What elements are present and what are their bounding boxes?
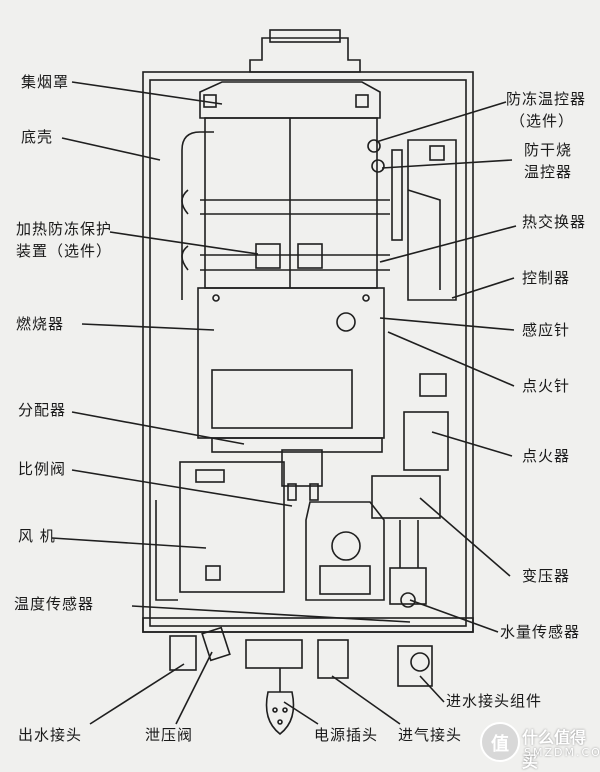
fan-box bbox=[179, 461, 285, 593]
label-smoke-hood: 集烟罩 bbox=[21, 73, 70, 91]
label-fan: 风 机 bbox=[18, 527, 56, 545]
mounting-bracket bbox=[249, 37, 361, 73]
proportional-valve bbox=[281, 449, 323, 487]
watermark-badge: 值 bbox=[480, 722, 520, 762]
label-proportional-valve: 比例阀 bbox=[18, 460, 67, 478]
label-ignition-needle: 点火针 bbox=[522, 377, 571, 395]
smoke-hood bbox=[199, 81, 381, 119]
power-plug bbox=[265, 691, 295, 736]
label-antifreeze-thermo-2: （选件） bbox=[510, 112, 575, 130]
gas-valve-assembly bbox=[305, 501, 385, 601]
watermark-site: SMZDM.COM bbox=[524, 746, 600, 759]
label-sensing-needle: 感应针 bbox=[522, 321, 571, 339]
label-burner: 燃烧器 bbox=[16, 315, 65, 333]
water-flow-sensor bbox=[389, 567, 427, 605]
label-temp-sensor: 温度传感器 bbox=[14, 595, 95, 613]
controller-box bbox=[407, 139, 457, 301]
burner-box bbox=[197, 287, 385, 439]
label-water-flow-sensor: 水量传感器 bbox=[500, 623, 581, 641]
label-transformer: 变压器 bbox=[522, 567, 571, 585]
label-dry-burn-2: 温控器 bbox=[524, 163, 573, 181]
label-heating-antifreeze-1: 加热防冻保护 bbox=[16, 220, 113, 238]
relief-valve-body bbox=[201, 626, 231, 662]
label-water-inlet-assembly: 进水接头组件 bbox=[446, 692, 543, 710]
outer-shell bbox=[142, 71, 474, 633]
label-relief-valve: 泄压阀 bbox=[145, 726, 194, 744]
label-controller: 控制器 bbox=[522, 269, 571, 287]
igniter-box bbox=[403, 411, 449, 471]
gas-inlet-fitting bbox=[317, 639, 349, 679]
label-dry-burn-1: 防干烧 bbox=[524, 141, 573, 159]
label-base-shell: 底壳 bbox=[21, 128, 54, 146]
water-outlet-fitting bbox=[169, 635, 197, 671]
watermark-name: 什么值得买 bbox=[522, 728, 587, 771]
distributor bbox=[211, 437, 383, 453]
label-igniter: 点火器 bbox=[522, 447, 571, 465]
label-water-outlet: 出水接头 bbox=[18, 726, 83, 744]
label-heating-antifreeze-2: 装置（选件） bbox=[16, 242, 113, 260]
heat-exchanger-body bbox=[204, 117, 378, 289]
label-gas-inlet: 进气接头 bbox=[398, 726, 463, 744]
transformer-box bbox=[371, 475, 441, 519]
label-distributor: 分配器 bbox=[18, 401, 67, 419]
label-antifreeze-thermo-1: 防冻温控器 bbox=[506, 90, 587, 108]
label-heat-exchanger: 热交换器 bbox=[522, 213, 587, 231]
water-inlet-fitting bbox=[397, 645, 433, 687]
label-power-plug: 电源插头 bbox=[314, 726, 379, 744]
antifreeze-heater bbox=[255, 243, 281, 269]
